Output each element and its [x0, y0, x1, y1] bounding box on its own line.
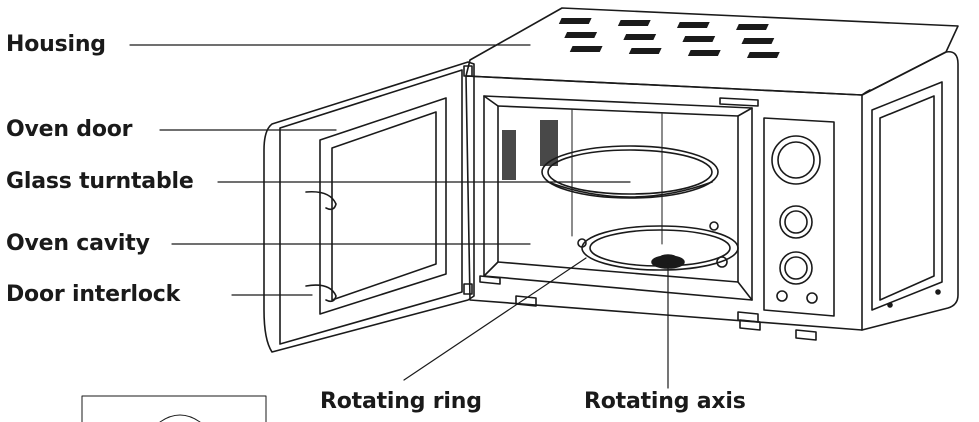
control-panel [763, 117, 835, 317]
label-rotating-ring: Rotating ring [320, 389, 482, 414]
label-oven-cavity: Oven cavity [6, 231, 150, 256]
rotating-axis [651, 254, 685, 269]
label-glass-turntable: Glass turntable [6, 169, 194, 194]
oven-cavity [483, 95, 753, 301]
label-rotating-axis: Rotating axis [584, 389, 746, 414]
top-vents [558, 18, 780, 58]
leader-rotating-ring [403, 257, 587, 381]
label-oven-door: Oven door [6, 117, 133, 142]
rotating-ring [577, 221, 739, 271]
oven-door [263, 61, 475, 353]
side-window [871, 81, 943, 311]
glass-turntable [541, 145, 719, 199]
label-door-interlock: Door interlock [6, 282, 181, 307]
inset-frame [81, 395, 267, 422]
leader-lines [129, 44, 669, 389]
label-housing: Housing [6, 32, 106, 57]
